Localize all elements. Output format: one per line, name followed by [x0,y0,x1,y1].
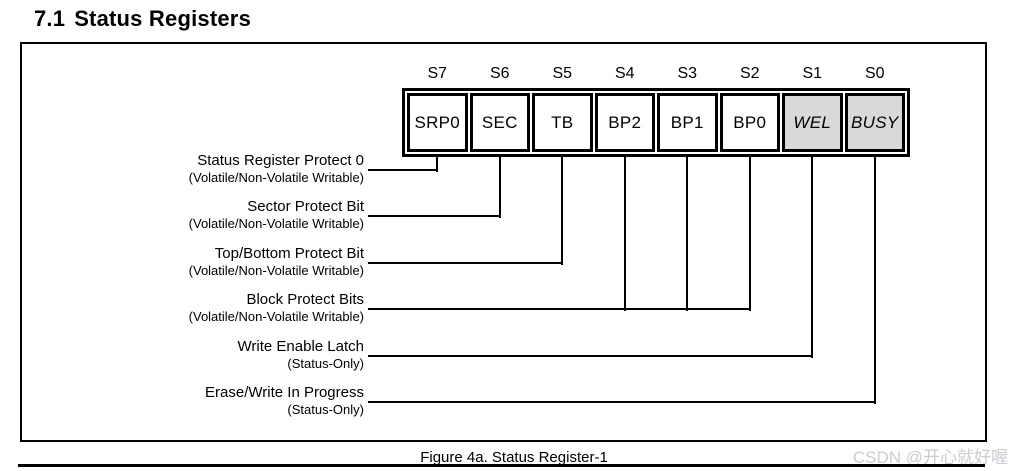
annotation-label: Write Enable Latch [237,338,364,355]
annotation-sublabel: (Volatile/Non-Volatile Writable) [188,170,364,185]
register-row: SRP0 SEC TB BP2 BP1 BP0 WEL BUSY [402,88,910,157]
register-bit-cell-sec: SEC [469,93,530,152]
connector-line-bp [368,308,751,310]
annotation-label: Status Register Protect 0 [197,152,364,169]
register-bit-cell-bp1: BP1 [657,93,718,152]
annotation-label: Block Protect Bits [246,291,364,308]
connector-line-sec [368,215,501,217]
connector-line-s5 [561,156,563,265]
annotation-sublabel: (Volatile/Non-Volatile Writable) [188,216,364,231]
connector-line-s3 [686,156,688,311]
connector-line-s4 [624,156,626,311]
connector-line-s6 [499,156,501,218]
annotation-sublabel: (Status-Only) [287,402,364,417]
connector-line-s0 [874,156,876,404]
annotation-sublabel: (Volatile/Non-Volatile Writable) [188,263,364,278]
annotation-sublabel: (Status-Only) [287,356,364,371]
bit-position-label: S2 [739,65,760,82]
annotation-wel: Write Enable Latch (Status-Only) [0,338,364,372]
bit-position-label: S5 [552,65,573,82]
bit-position-row: S7 S6 S5 S4 S3 S2 S1 S0 [402,64,910,84]
bit-position-label: S7 [427,65,448,82]
connector-line-wel [368,355,813,357]
connector-line-tb [368,262,563,264]
register-bit-cell-wel: WEL [782,93,843,152]
section-title: Status Registers [74,6,252,31]
register-bit-cell-tb: TB [532,93,593,152]
connector-line-busy [368,401,876,403]
annotation-busy: Erase/Write In Progress (Status-Only) [0,384,364,418]
figure-caption: Figure 4a. Status Register-1 [420,449,608,466]
register-bit-cell-bp2: BP2 [594,93,655,152]
annotation-label: Top/Bottom Protect Bit [214,245,364,262]
section-heading: 7.1 Status Registers [34,6,251,32]
connector-line-s2 [749,156,751,311]
bit-position-label: S6 [489,65,510,82]
bit-position-label: S3 [677,65,698,82]
annotation-sublabel: (Volatile/Non-Volatile Writable) [188,309,364,324]
watermark: CSDN @开心就好喔 [852,448,1008,467]
annotation-tb: Top/Bottom Protect Bit (Volatile/Non-Vol… [0,245,364,279]
annotation-srp0: Status Register Protect 0 (Volatile/Non-… [0,152,364,186]
annotation-label: Erase/Write In Progress [205,384,364,401]
connector-line-s7 [436,156,438,172]
connector-line-s1 [811,156,813,358]
section-number: 7.1 [34,6,66,31]
page-rule [18,464,985,467]
connector-line-srp0 [368,169,438,171]
bit-position-label: S4 [614,65,635,82]
bit-position-label: S0 [864,65,885,82]
annotation-label: Sector Protect Bit [247,198,364,215]
bit-position-label: S1 [802,65,823,82]
register-bit-cell-srp0: SRP0 [407,93,468,152]
annotation-bp: Block Protect Bits (Volatile/Non-Volatil… [0,291,364,325]
register-bit-cell-busy: BUSY [844,93,905,152]
annotation-sec: Sector Protect Bit (Volatile/Non-Volatil… [0,198,364,232]
register-bit-cell-bp0: BP0 [719,93,780,152]
